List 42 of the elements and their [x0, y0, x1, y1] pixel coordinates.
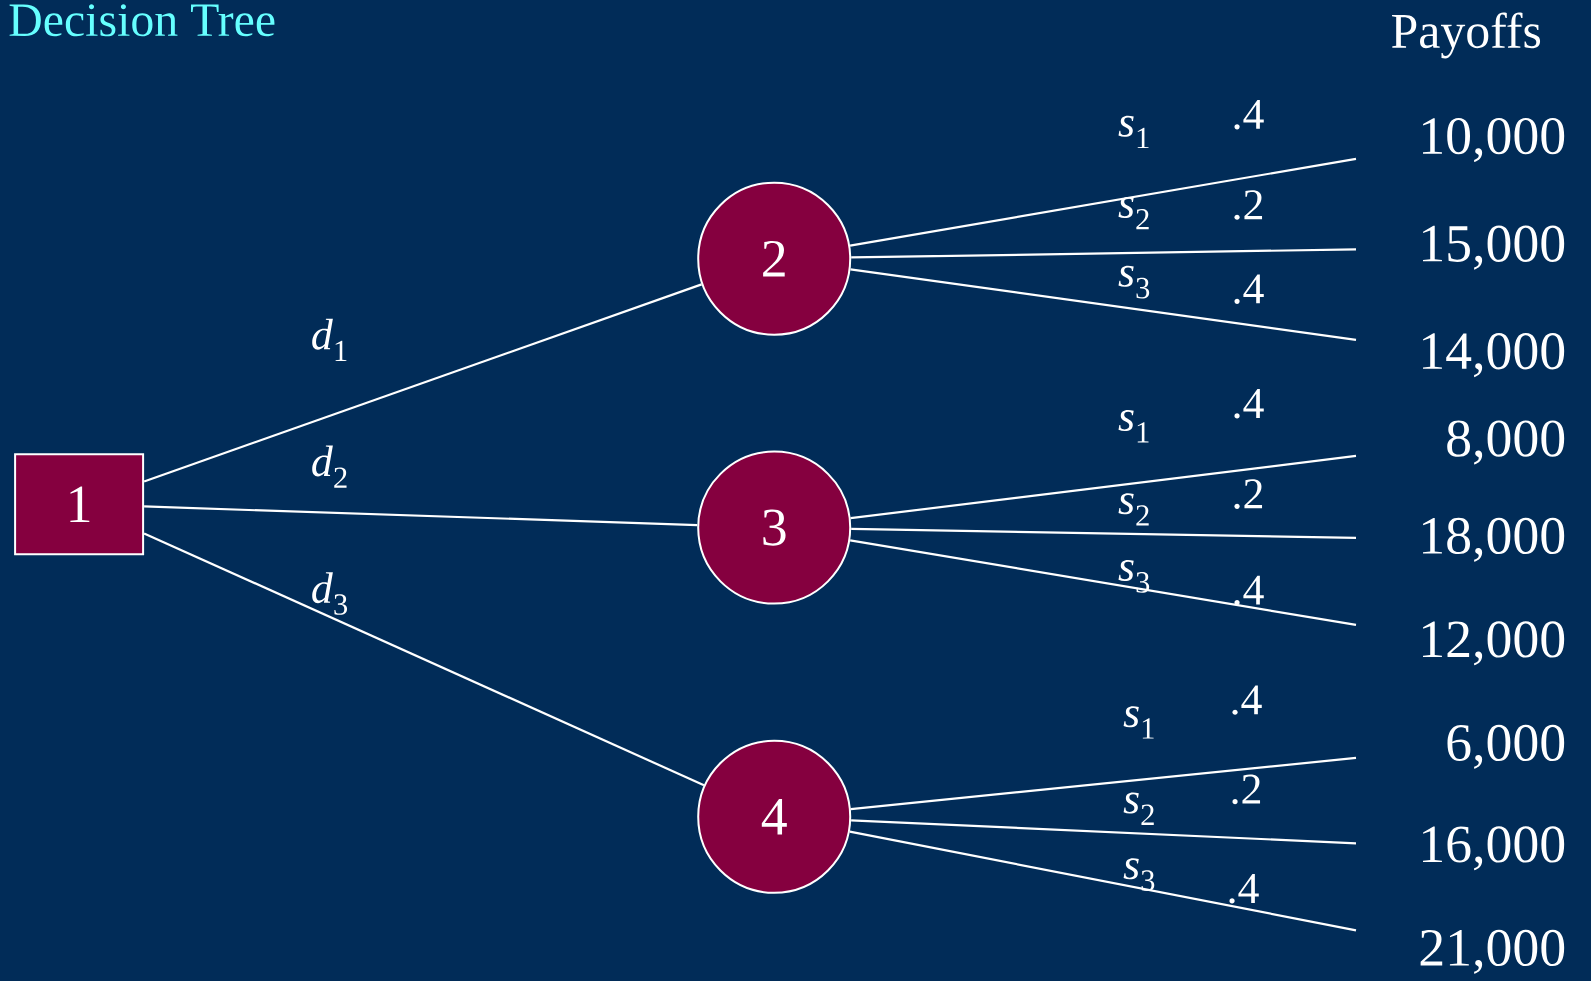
- payoff-value: 8,000: [1447, 420, 1565, 465]
- edge-label: s$_{1}$: [1118, 115, 1149, 149]
- probability-label: .2: [1234, 479, 1263, 509]
- edge-label: s$_{2}$: [1118, 493, 1149, 526]
- payoff-value: 16,000: [1423, 826, 1565, 871]
- branch-line: [144, 505, 698, 527]
- branch-line: [850, 756, 1357, 811]
- probability-label: .2: [1232, 774, 1261, 805]
- probability-label: .2: [1234, 190, 1263, 220]
- payoff-value: 18,000: [1423, 517, 1565, 562]
- payoff-value: 15,000: [1423, 225, 1565, 270]
- probability-label: .4: [1234, 575, 1264, 606]
- branch-line: [849, 157, 1357, 247]
- payoff-value: 14,000: [1423, 333, 1565, 378]
- probability-label: .4: [1234, 274, 1264, 304]
- edge-label: s$_{3}$: [1118, 265, 1150, 299]
- edge-label: d$_{1}$: [312, 318, 347, 361]
- branch-line: [851, 819, 1357, 845]
- edge-label: d$_{3}$: [312, 572, 348, 615]
- branch-line: [851, 248, 1357, 259]
- edge-label: s$_{2}$: [1123, 792, 1154, 825]
- title: Decision Tree: [9, 4, 275, 37]
- payoff-value: 10,000: [1423, 117, 1565, 163]
- edge-label: s$_{1}$: [1123, 706, 1154, 739]
- edge-label: d$_{2}$: [312, 445, 347, 488]
- payoff-value: 21,000: [1420, 929, 1565, 974]
- probability-label: .4: [1234, 99, 1264, 130]
- branch-line: [849, 830, 1357, 932]
- branch-line: [850, 268, 1357, 341]
- branch-line: [849, 539, 1357, 627]
- edge-label: s$_{1}$: [1118, 410, 1149, 443]
- probability-label: .4: [1234, 389, 1264, 419]
- payoff-value: 6,000: [1447, 724, 1565, 769]
- payoff-value: 12,000: [1423, 621, 1565, 666]
- branch-line: [850, 454, 1357, 520]
- probability-label: .4: [1232, 685, 1262, 715]
- column-heading: Payoffs: [1392, 12, 1541, 59]
- decision-box: 1: [14, 453, 145, 556]
- branch-line: [143, 532, 705, 787]
- probability-label: .4: [1229, 874, 1259, 904]
- branch-line: [143, 283, 702, 483]
- branch-line: [851, 527, 1357, 539]
